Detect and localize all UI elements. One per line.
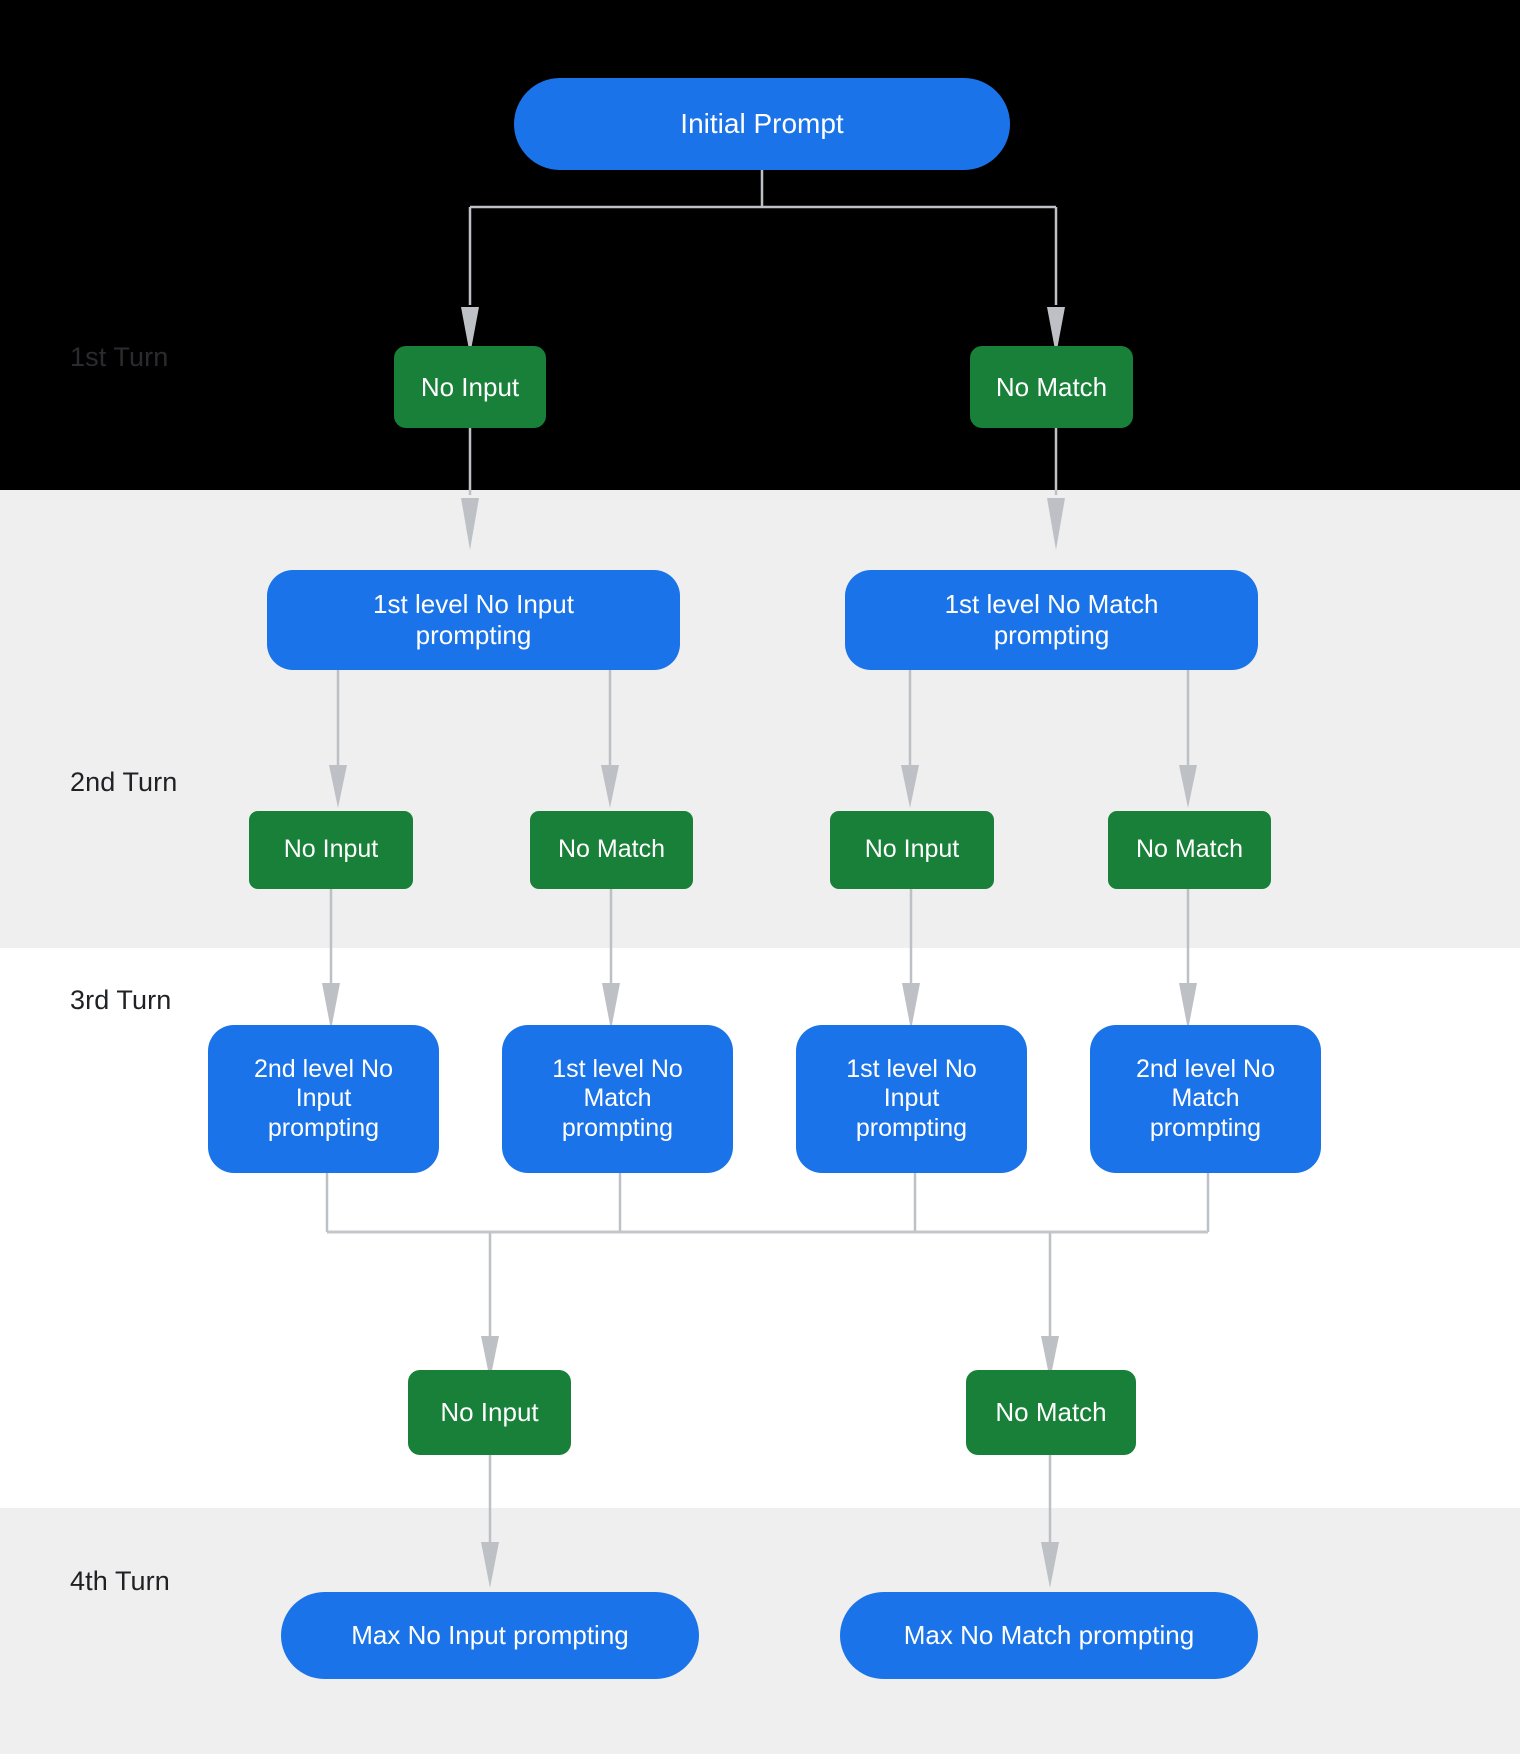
node-turn4-max-no-input[interactable]: Max No Input prompting xyxy=(281,1592,699,1679)
node-initial-prompt[interactable]: Initial Prompt xyxy=(514,78,1010,170)
node-turn3-prompt-1[interactable]: 2nd level No Input prompting xyxy=(208,1025,439,1173)
node-turn2-prompt-no-match[interactable]: 1st level No Match prompting xyxy=(845,570,1258,670)
band-turn-4 xyxy=(0,1508,1520,1754)
turn-label-3: 3rd Turn xyxy=(70,985,172,1015)
node-turn2-no-input-a[interactable]: No Input xyxy=(249,811,413,889)
node-turn4-max-no-match[interactable]: Max No Match prompting xyxy=(840,1592,1258,1679)
turn-label-2: 2nd Turn xyxy=(70,767,178,797)
node-turn1-no-match[interactable]: No Match xyxy=(970,346,1133,428)
node-turn2-no-input-b[interactable]: No Input xyxy=(830,811,994,889)
band-turn-2 xyxy=(0,490,1520,948)
node-turn3-prompt-4[interactable]: 2nd level No Match prompting xyxy=(1090,1025,1321,1173)
node-turn1-no-input[interactable]: No Input xyxy=(394,346,546,428)
turn-label-1: 1st Turn xyxy=(70,342,169,372)
node-turn3-prompt-3[interactable]: 1st level No Input prompting xyxy=(796,1025,1027,1173)
node-turn3-no-input[interactable]: No Input xyxy=(408,1370,571,1455)
turn-label-4: 4th Turn xyxy=(70,1566,170,1596)
band-turn-1 xyxy=(0,0,1520,490)
node-turn2-no-match-b[interactable]: No Match xyxy=(1108,811,1271,889)
node-turn2-prompt-no-input[interactable]: 1st level No Input prompting xyxy=(267,570,680,670)
node-turn3-prompt-2[interactable]: 1st level No Match prompting xyxy=(502,1025,733,1173)
node-turn2-no-match-a[interactable]: No Match xyxy=(530,811,693,889)
node-turn3-no-match[interactable]: No Match xyxy=(966,1370,1136,1455)
